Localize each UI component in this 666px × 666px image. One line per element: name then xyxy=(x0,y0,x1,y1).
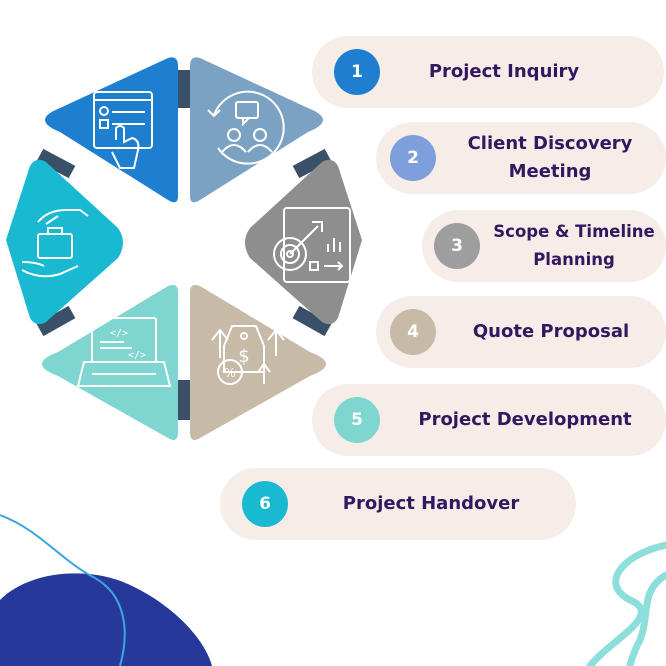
step-5-pill: 5 Project Development xyxy=(312,384,666,456)
price-tag-icon: $ % xyxy=(211,325,285,385)
svg-text:</>: </> xyxy=(110,328,128,339)
step-2-label: Client Discovery Meeting xyxy=(467,133,633,182)
step-6-number-badge: 6 xyxy=(242,481,288,527)
svg-text:$: $ xyxy=(238,346,249,367)
segment-step-6 xyxy=(6,159,123,325)
laptop-code-icon: </> </> xyxy=(76,317,172,387)
teal-wave-decoration xyxy=(586,541,666,666)
step-3-pill: 3 Scope & Timeline Planning xyxy=(422,210,666,282)
navy-blob-decoration xyxy=(0,573,212,666)
segment-step-4 xyxy=(190,284,326,440)
step-5-label: Project Development xyxy=(418,409,632,430)
hub-spokes xyxy=(36,70,332,420)
client-chat-icon xyxy=(207,90,285,165)
step-4-number-badge: 4 xyxy=(390,309,436,355)
step-3-label: Scope & Timeline Planning xyxy=(493,222,655,269)
target-clipboard-icon xyxy=(273,207,351,283)
step-6-pill: 6 Project Handover xyxy=(220,468,576,540)
step-6-label: Project Handover xyxy=(342,493,520,514)
step-4-pill: 4 Quote Proposal xyxy=(376,296,666,368)
step-4-label: Quote Proposal xyxy=(472,321,630,342)
svg-text:%: % xyxy=(224,366,235,380)
web-form-hand-icon xyxy=(93,91,153,169)
segment-step-3 xyxy=(245,159,362,325)
svg-text:</>: </> xyxy=(128,350,146,361)
step-5-number-badge: 5 xyxy=(334,397,380,443)
step-1-label: Project Inquiry xyxy=(428,61,580,82)
teal-wave-decoration-2 xyxy=(626,571,666,666)
step-1-pill: 1 Project Inquiry xyxy=(312,36,664,108)
step-2-pill: 2 Client Discovery Meeting xyxy=(376,122,666,194)
step-3-number-badge: 3 xyxy=(434,223,480,269)
hands-briefcase-icon xyxy=(21,209,89,278)
segment-step-1 xyxy=(45,57,178,203)
blue-line-decoration xyxy=(0,514,126,666)
step-1-number-badge: 1 xyxy=(334,49,380,95)
step-2-number-badge: 2 xyxy=(390,135,436,181)
